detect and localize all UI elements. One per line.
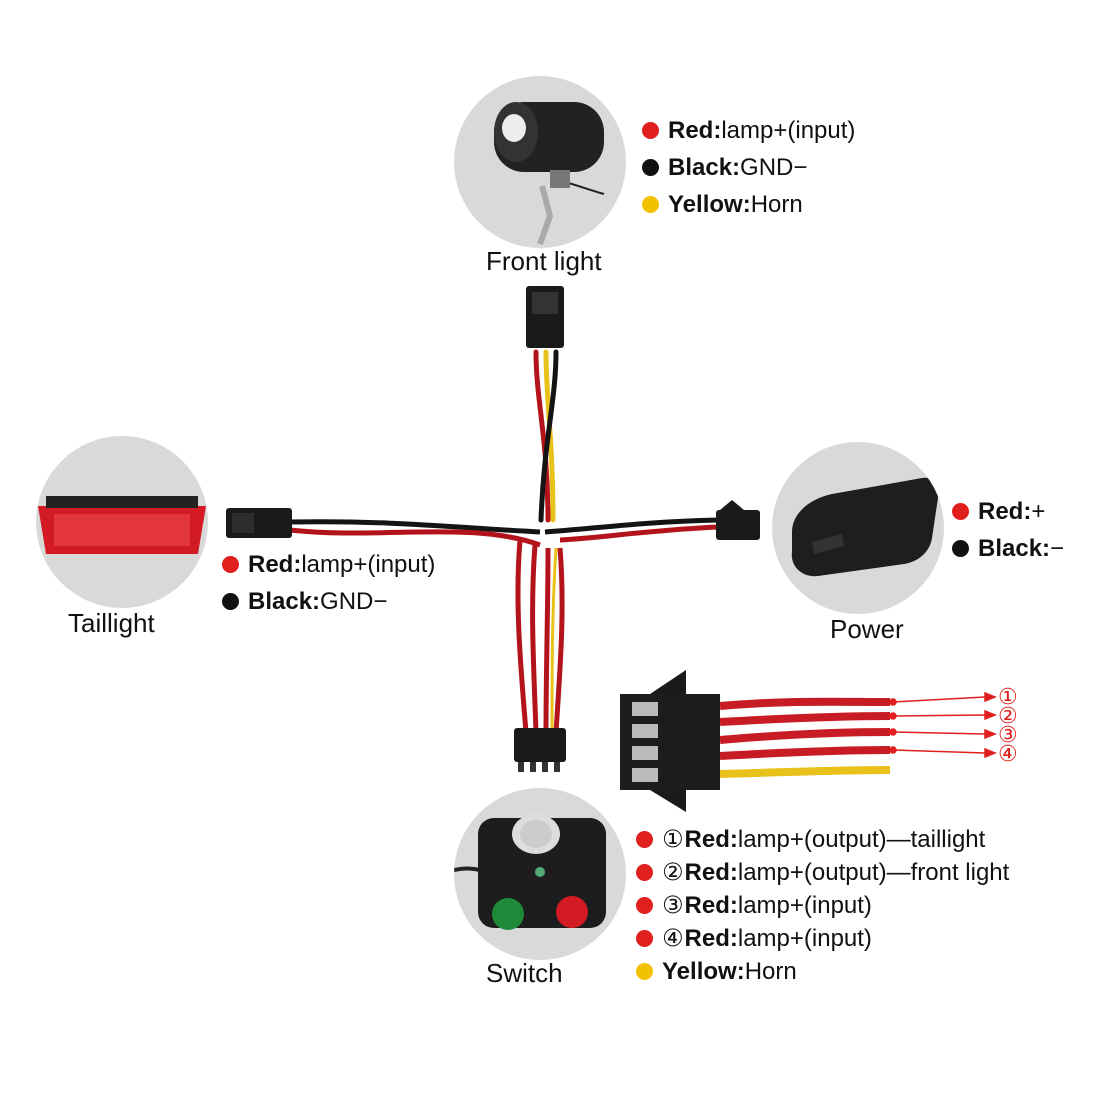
red-dot-icon: [636, 930, 653, 947]
black-dot-icon: [222, 593, 239, 610]
legend-row: Black:GND−: [222, 583, 435, 620]
pin-label-3: ③: [998, 722, 1018, 747]
red-dot-icon: [636, 864, 653, 881]
taillight-icon: [38, 496, 206, 554]
taillight-circle: [36, 436, 208, 608]
power-cable: [544, 517, 719, 543]
switch-cable-bundle: [515, 539, 565, 733]
red-dot-icon: [636, 897, 653, 914]
connector-pinout-detail: [620, 670, 998, 812]
taillight-label: Taillight: [68, 608, 155, 638]
front-light-circle: [454, 76, 626, 248]
front-light-legend: Red:lamp+(input) Black:GND− Yellow:Horn: [642, 112, 855, 223]
legend-row: Black:GND−: [642, 149, 855, 186]
front-light-cable: [533, 349, 559, 523]
pin-label-1: ①: [998, 684, 1018, 709]
yellow-dot-icon: [636, 963, 653, 980]
switch-label: Switch: [486, 958, 563, 988]
pin-label-4: ④: [998, 741, 1018, 766]
legend-row: Red:lamp+(input): [222, 546, 435, 583]
front-light-label: Front light: [486, 246, 602, 276]
red-dot-icon: [636, 831, 653, 848]
power-circle: [772, 442, 944, 614]
front-light-icon: [494, 102, 605, 246]
black-dot-icon: [642, 159, 659, 176]
taillight-connector: [226, 508, 292, 538]
legend-row: Red:+: [952, 493, 1064, 530]
pin-label-2: ②: [998, 703, 1018, 728]
power-connector: [716, 500, 760, 540]
red-dot-icon: [222, 556, 239, 573]
legend-row: Black:−: [952, 530, 1064, 567]
switch-icon: [454, 814, 606, 930]
switch-connector: [514, 728, 566, 772]
front-light-connector: [526, 286, 564, 348]
battery-icon: [791, 477, 939, 577]
legend-row: Red:lamp+(input): [642, 112, 855, 149]
black-dot-icon: [952, 540, 969, 557]
switch-circle: [454, 788, 626, 960]
power-legend: Red:+ Black:−: [952, 493, 1064, 567]
legend-row: Yellow:Horn: [642, 186, 855, 223]
yellow-dot-icon: [642, 196, 659, 213]
taillight-cable: [289, 519, 541, 548]
taillight-legend: Red:lamp+(input) Black:GND−: [222, 546, 435, 620]
red-dot-icon: [642, 122, 659, 139]
power-label: Power: [830, 614, 904, 644]
red-dot-icon: [952, 503, 969, 520]
legend-row: Yellow:Horn: [636, 955, 1009, 988]
